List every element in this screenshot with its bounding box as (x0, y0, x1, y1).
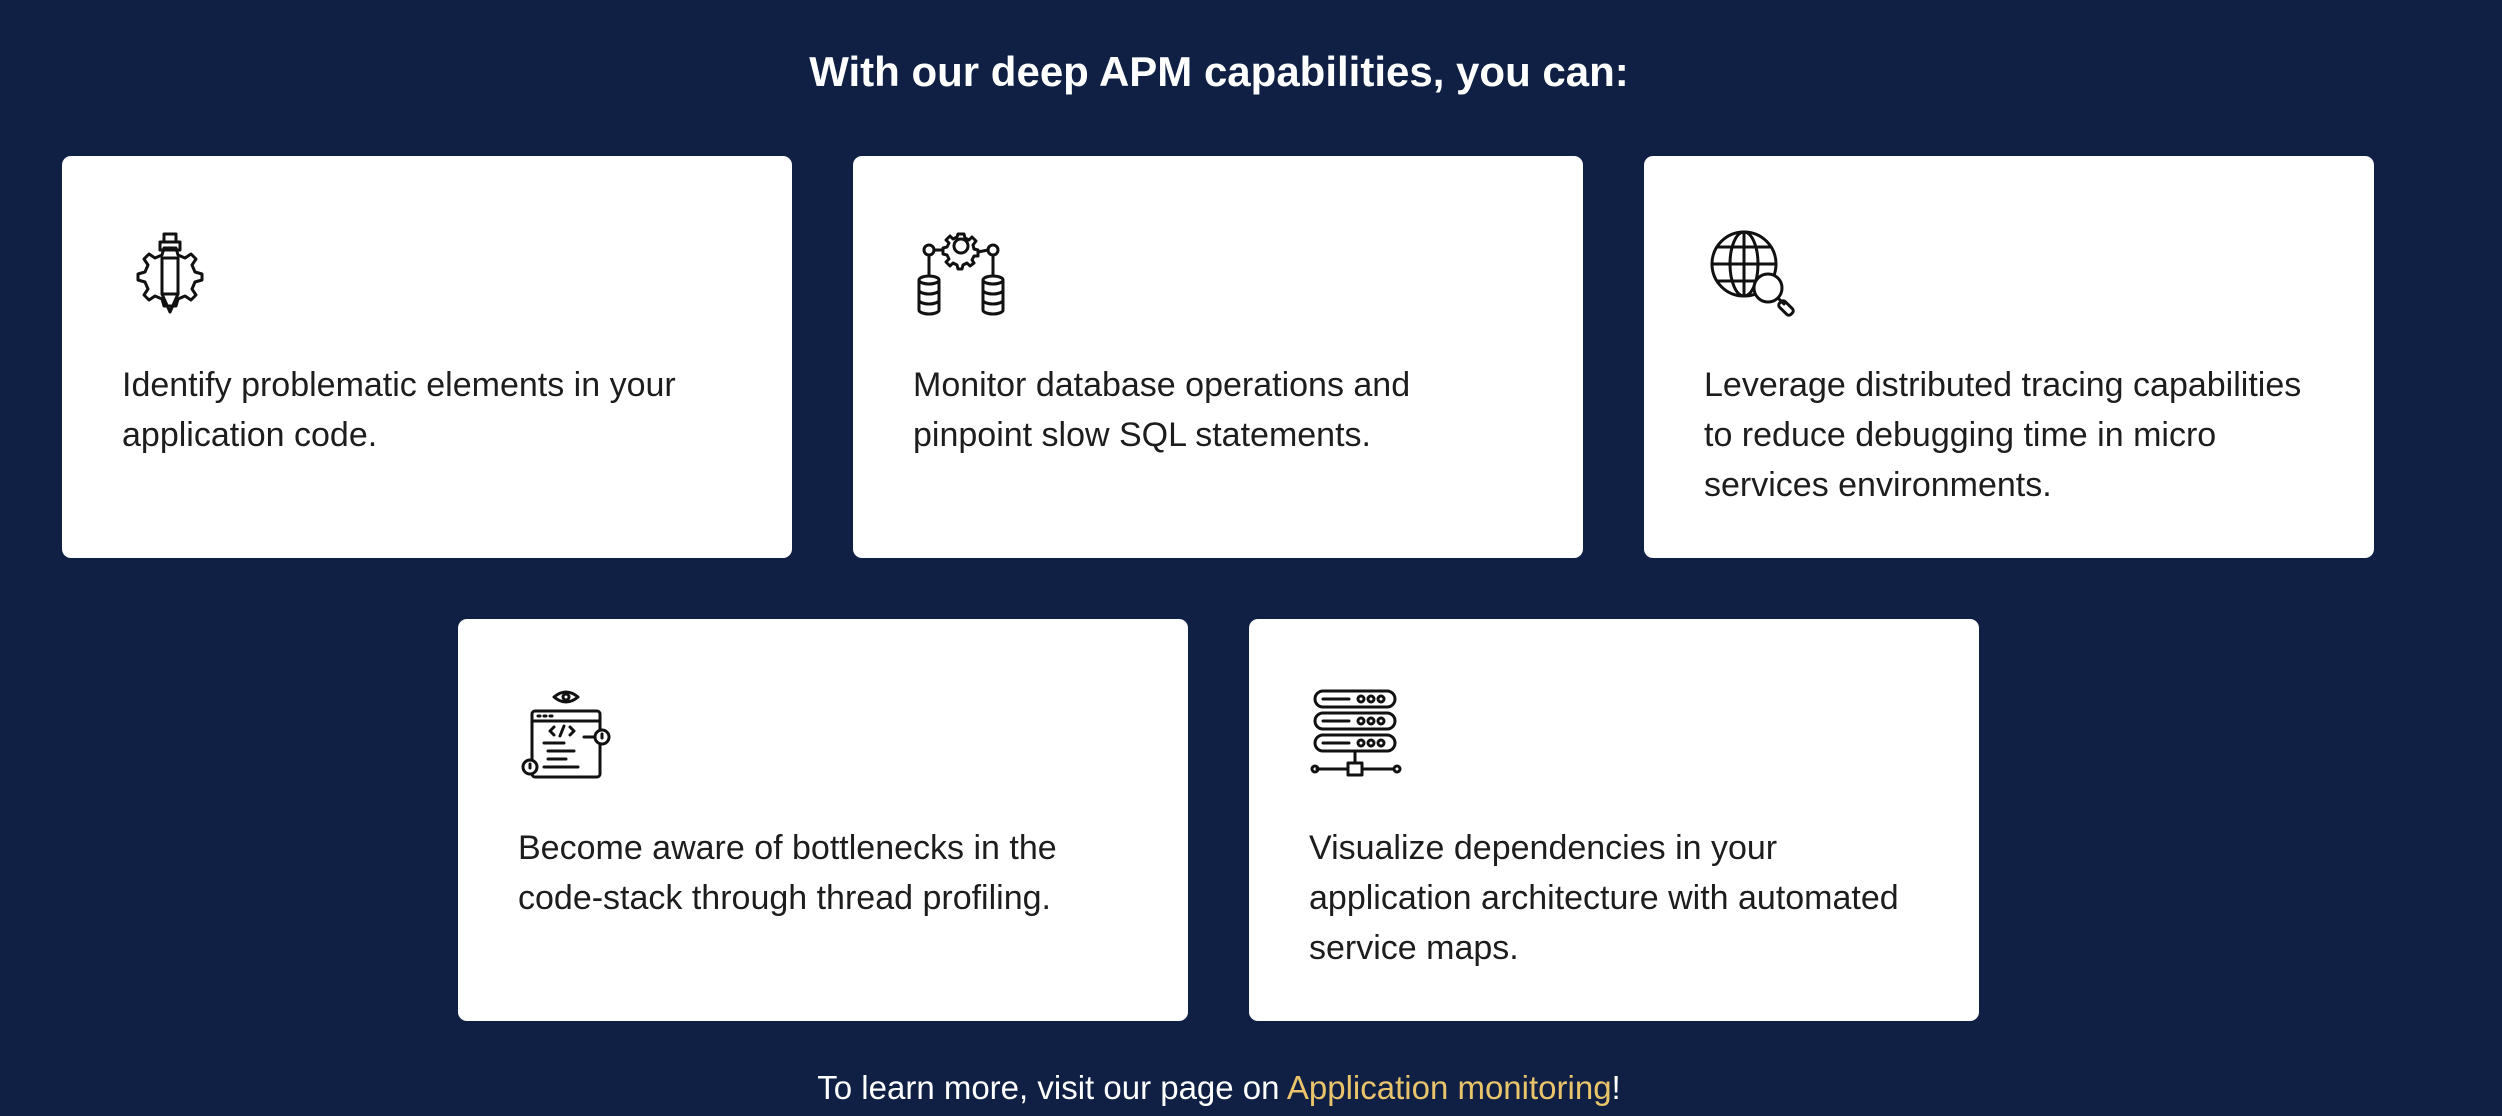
capability-card-service-maps: Visualize dependencies in your applicati… (1249, 619, 1979, 1021)
capability-card-code: Identify problematic elements in your ap… (62, 156, 792, 558)
card-text: Become aware of bottlenecks in the code-… (518, 829, 1057, 917)
capability-card-database: Monitor database operations and pinpoint… (853, 156, 1583, 558)
database-gear-icon (913, 224, 1009, 320)
application-monitoring-link[interactable]: Application monitoring (1286, 1069, 1612, 1106)
learn-more-suffix: ! (1611, 1069, 1621, 1106)
card-text: Leverage distributed tracing capabilitie… (1704, 366, 2302, 504)
code-window-eye-icon (518, 687, 614, 783)
capability-card-tracing: Leverage distributed tracing capabilitie… (1644, 156, 2374, 558)
gear-pencil-icon (122, 224, 218, 320)
section-heading: With our deep APM capabilities, you can: (809, 48, 1629, 95)
card-text: Identify problematic elements in your ap… (122, 366, 676, 454)
globe-search-icon (1704, 224, 1800, 320)
capability-card-profiling: Become aware of bottlenecks in the code-… (458, 619, 1188, 1021)
card-text: Visualize dependencies in your applicati… (1309, 829, 1899, 967)
server-stack-icon (1309, 687, 1405, 783)
card-text: Monitor database operations and pinpoint… (913, 366, 1411, 454)
learn-more-prefix: To learn more, visit our page on (817, 1069, 1287, 1106)
learn-more-line: To learn more, visit our page on Applica… (0, 1066, 2438, 1110)
